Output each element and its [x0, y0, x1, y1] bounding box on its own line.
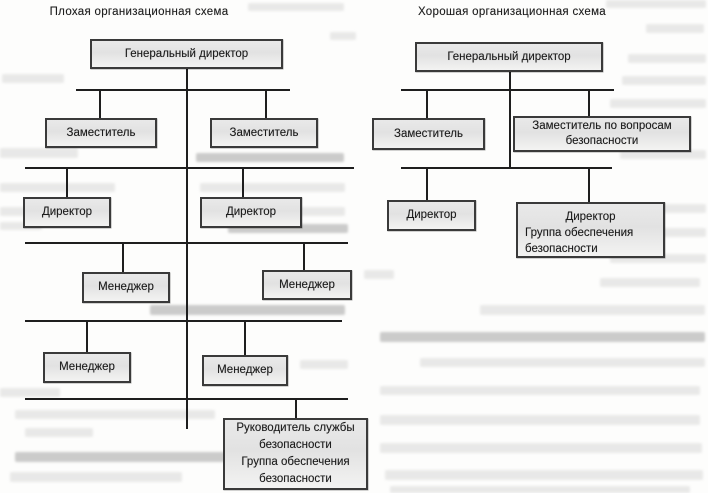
bleed-smudge	[628, 54, 706, 63]
node-label: Менеджер	[279, 278, 335, 291]
bleed-smudge	[636, 228, 706, 237]
bleed-smudge	[0, 148, 78, 158]
bleed-smudge	[10, 472, 182, 482]
node-label: Руководитель службы безопасности Группа …	[236, 422, 355, 485]
node-label: Генеральный директор	[447, 50, 571, 63]
node-label: Заместитель	[66, 126, 136, 139]
node-label: Генеральный директор	[124, 47, 249, 60]
bad-node-deputy-right: Заместитель	[210, 118, 318, 148]
bleed-smudge	[380, 332, 705, 342]
bleed-smudge	[380, 386, 700, 395]
node-label: Заместитель по вопросам безопасности	[532, 120, 672, 147]
good-node-deputy: Заместитель	[372, 118, 485, 150]
bleed-smudge	[2, 74, 64, 83]
good-chart-title: Хорошая организационная схема	[417, 6, 607, 18]
bleed-smudge	[380, 443, 702, 453]
bleed-smudge	[0, 222, 42, 230]
node-label: Менеджер	[217, 364, 273, 376]
good-node-general-director: Генеральный директор	[415, 42, 603, 72]
node-label: Группа обеспечения безопасности	[525, 227, 634, 255]
bleed-smudge	[196, 153, 344, 162]
bleed-smudge	[622, 76, 706, 85]
bad-node-security-chief: Руководитель службы безопасности Группа …	[223, 418, 368, 490]
node-label: Заместитель	[229, 126, 299, 139]
bleed-smudge	[150, 305, 345, 315]
bleed-smudge	[420, 358, 705, 367]
bad-chart-title: Плохая организационная схема	[49, 6, 229, 18]
node-label: Директор	[41, 206, 93, 218]
bad-node-manager-row2-left: Менеджер	[43, 352, 131, 383]
bleed-smudge	[610, 99, 706, 108]
node-label: Заместитель	[394, 127, 463, 140]
bad-node-director-left: Директор	[23, 197, 111, 228]
bleed-smudge	[15, 410, 215, 419]
node-label: Директор	[565, 211, 616, 223]
bleed-smudge	[364, 270, 394, 279]
bleed-smudge	[0, 388, 60, 397]
bleed-smudge	[200, 183, 345, 192]
bleed-smudge	[25, 428, 93, 437]
node-label: Менеджер	[98, 281, 154, 293]
bleed-smudge	[385, 470, 703, 480]
bleed-smudge	[648, 204, 706, 213]
bad-node-manager-row1-left: Менеджер	[82, 272, 170, 303]
bleed-smudge	[610, 254, 706, 263]
bleed-smudge	[620, 150, 706, 159]
good-node-security-deputy: Заместитель по вопросам безопасности	[513, 116, 691, 152]
bleed-smudge	[390, 486, 690, 493]
bleed-smudge	[15, 452, 225, 462]
bad-node-director-right: Директор	[200, 197, 302, 228]
bleed-smudge	[380, 415, 700, 425]
node-label: Директор	[225, 206, 277, 218]
bleed-smudge	[228, 224, 348, 233]
node-label: Менеджер	[59, 361, 115, 373]
good-node-director-security-group: Директор Группа обеспечения безопасности	[516, 202, 665, 258]
bad-node-deputy-left: Заместитель	[45, 118, 157, 148]
bleed-smudge	[480, 305, 705, 315]
bleed-smudge	[0, 183, 115, 192]
bleed-smudge	[330, 32, 356, 40]
good-node-director: Директор	[387, 200, 476, 231]
bad-node-manager-row2-right: Менеджер	[202, 355, 288, 386]
node-label: Директор	[406, 209, 457, 221]
bad-node-general-director: Генеральный директор	[90, 39, 283, 69]
bleed-smudge	[606, 0, 706, 8]
bad-node-manager-row1-right: Менеджер	[262, 270, 352, 300]
bleed-smudge	[600, 278, 700, 287]
bleed-smudge	[300, 360, 348, 369]
bleed-smudge	[646, 24, 704, 33]
bleed-smudge	[248, 3, 344, 11]
